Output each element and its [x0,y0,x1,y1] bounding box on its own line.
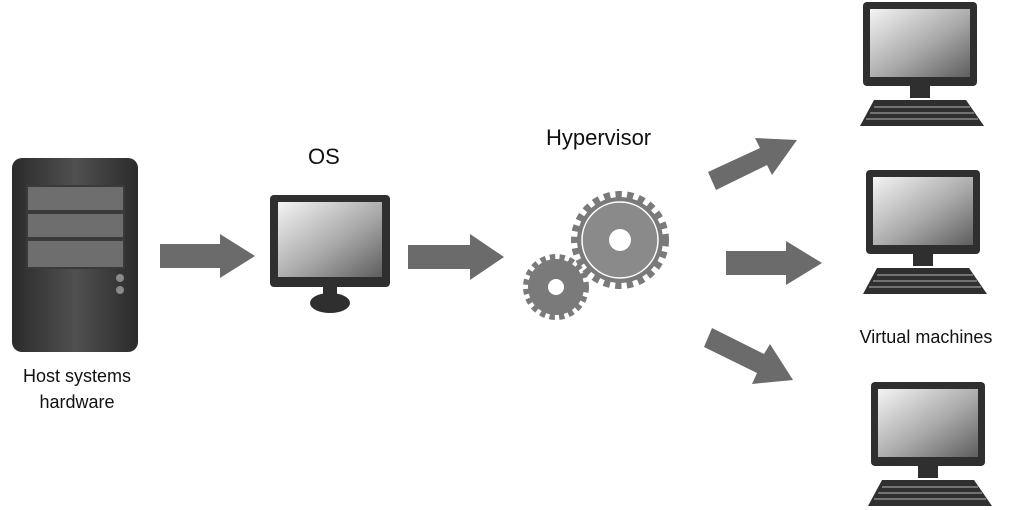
gear-small-icon [523,254,589,320]
server-tower-icon [12,158,138,352]
host-hardware-label: Host systems hardware [14,363,140,415]
vm-computer-top-icon [860,1,985,127]
arrow-host-to-os [160,234,255,278]
host-label-line2: hardware [39,392,115,412]
gear-large-icon [571,191,669,289]
vm-computer-middle-icon [863,169,988,295]
arrow-to-vm-bottom [704,328,793,384]
arrow-to-vm-top [708,138,797,190]
arrow-to-vm-middle [726,241,822,285]
vm-computer-bottom-icon [868,381,993,507]
os-label: OS [308,144,340,169]
virtual-machines-label: Virtual machines [859,327,993,347]
os-monitor-icon [270,195,390,313]
hypervisor-label: Hypervisor [546,125,652,150]
host-label-line1: Host systems [22,366,132,386]
arrow-os-to-hypervisor [408,234,504,280]
